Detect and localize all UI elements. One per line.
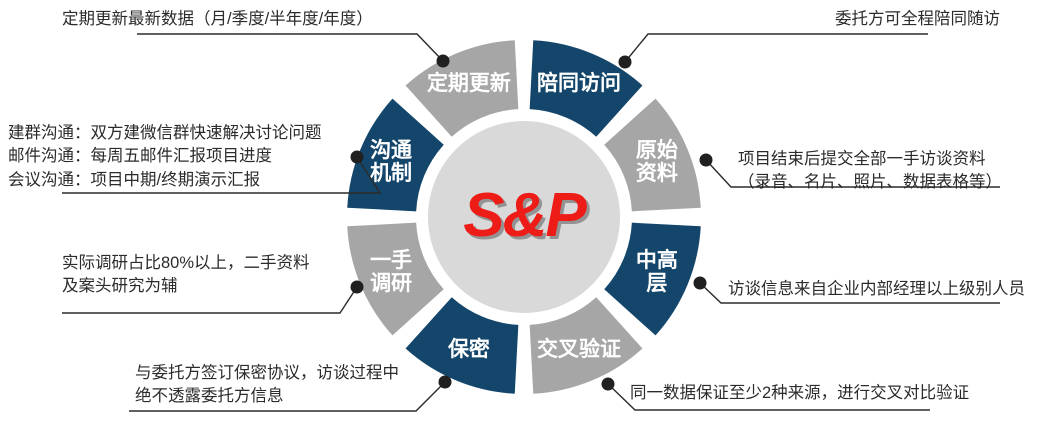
center-circle [428, 121, 620, 313]
callout-regular-update: 定期更新最新数据（月/季度/半年度/年度） [62, 8, 373, 31]
wheel-segment-label-accompany-visit: 陪同访问 [537, 71, 621, 95]
leader-dot-raw-material [699, 153, 713, 167]
leader-line-senior-management [699, 282, 1000, 304]
callout-communication-mechanism: 建群沟通：双方建微信群快速解决讨论问题邮件沟通：每周五邮件汇报项目进度会议沟通：… [8, 122, 322, 192]
callout-line: 建群沟通：双方建微信群快速解决讨论问题 [8, 124, 322, 142]
wheel-segment-communication-mechanism[interactable] [347, 98, 444, 212]
callout-raw-material: 项目结束后提交全部一手访谈资料 （录音、名片、照片、数据表格等） [738, 148, 1002, 195]
callout-line: 与委托方签订保密协议，访谈过程中 [135, 364, 399, 382]
wheel-segment-label-regular-update: 定期更新 [427, 71, 511, 95]
wheel-segment-senior-management[interactable] [604, 222, 701, 336]
callout-line: 及案头研究为辅 [62, 277, 178, 296]
callout-senior-management: 访谈信息来自企业内部经理以上级别人员 [728, 278, 1025, 301]
wheel-segment-raw-material[interactable] [604, 98, 701, 212]
wheel-segment-label-raw-material: 原始资料 [636, 137, 678, 184]
leader-dot-cross-verification [601, 377, 615, 391]
wheel-segment-confidentiality[interactable] [405, 297, 519, 394]
leader-line-regular-update [137, 33, 444, 62]
callout-line: 委托方可全程陪同随访 [835, 10, 1000, 28]
wheel-segment-cross-verification[interactable] [529, 297, 643, 394]
callout-line: 绝不透露委托方信息 [135, 387, 284, 406]
callout-line: 实际调研占比80%以上，二手资料 [62, 254, 310, 272]
leader-dot-firsthand-research [350, 280, 364, 294]
wheel-segments-group [347, 40, 701, 394]
leader-dot-communication-mechanism [350, 150, 364, 164]
wheel-segment-regular-update[interactable] [405, 40, 519, 137]
wheel-segment-label-cross-verification: 交叉验证 [537, 336, 621, 360]
leader-line-communication-mechanism [62, 156, 382, 194]
leader-lines-group [62, 33, 1000, 412]
wheel-segment-accompany-visit[interactable] [529, 40, 643, 137]
leader-dots-group [350, 54, 713, 391]
callout-firsthand-research: 实际调研占比80%以上，二手资料及案头研究为辅 [62, 252, 310, 299]
callout-line: 定期更新最新数据（月/季度/半年度/年度） [62, 10, 373, 28]
leader-dot-confidentiality [438, 375, 452, 389]
callout-confidentiality: 与委托方签订保密协议，访谈过程中绝不透露委托方信息 [135, 362, 399, 409]
leader-dot-accompany-visit [618, 55, 632, 69]
callout-line: （录音、名片、照片、数据表格等） [738, 173, 1002, 192]
callout-accompany-visit: 委托方可全程陪同随访 [835, 8, 1000, 31]
wheel-segment-label-firsthand-research: 一手调研 [370, 249, 412, 295]
callout-line: 同一数据保证至少2种来源，进行交叉对比验证 [630, 384, 970, 402]
leader-line-firsthand-research [62, 286, 358, 314]
callout-cross-verification: 同一数据保证至少2种来源，进行交叉对比验证 [630, 382, 969, 405]
wheel-segment-label-confidentiality: 保密 [447, 336, 490, 360]
callout-line: 项目结束后提交全部一手访谈资料 [738, 150, 986, 168]
wheel-segment-firsthand-research[interactable] [347, 222, 444, 336]
wheel-segment-label-communication-mechanism: 沟通机制 [370, 137, 412, 184]
leader-line-raw-material [705, 159, 1000, 188]
callout-line: 邮件沟通：每周五邮件汇报项目进度 [8, 147, 272, 166]
callout-line: 访谈信息来自企业内部经理以上级别人员 [728, 280, 1025, 298]
leader-dot-senior-management [693, 276, 707, 290]
wheel-segment-label-senior-management: 中高层 [636, 248, 678, 295]
leader-line-confidentiality [129, 381, 446, 412]
leader-line-cross-verification [607, 383, 930, 411]
callout-line: 会议沟通：项目中期/终期演示汇报 [8, 170, 261, 189]
leader-line-accompany-visit [624, 33, 928, 63]
leader-dot-regular-update [436, 54, 450, 68]
